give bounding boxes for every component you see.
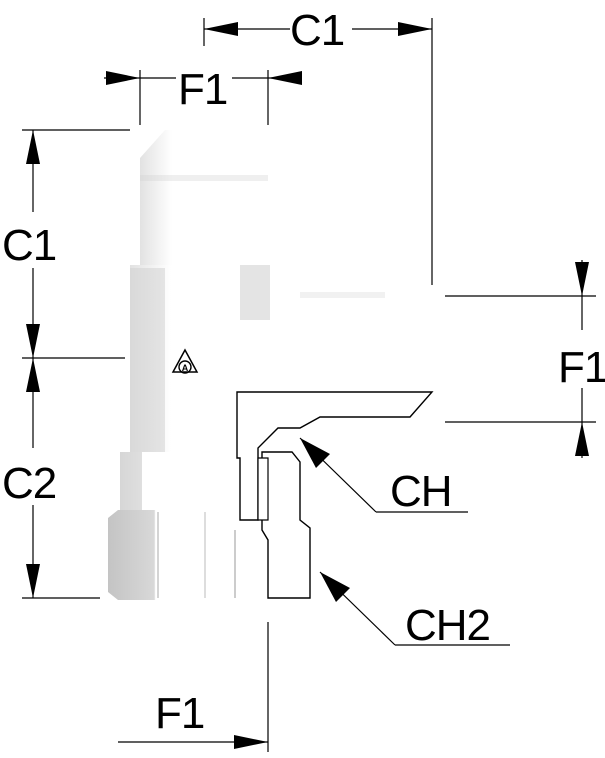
arrow-icon (575, 422, 589, 456)
arrow-icon (26, 358, 40, 392)
arrow-icon (320, 572, 350, 602)
label-c2-left: C2 (2, 459, 56, 508)
label-f1-top: F1 (178, 65, 227, 114)
arrow-icon (575, 262, 589, 296)
leader-ch2: CH2 (319, 571, 510, 650)
arrow-icon (234, 735, 268, 749)
dimension-c1-top: C1 (203, 6, 433, 285)
label-f1-bottom: F1 (155, 689, 204, 738)
label-f1-right: F1 (558, 343, 605, 392)
manufacturer-logo: A (171, 348, 199, 374)
label-ch2: CH2 (405, 601, 490, 650)
section-cut (236, 391, 434, 599)
dimension-c2-left: C2 (2, 358, 100, 599)
arrow-icon (300, 438, 330, 468)
dimension-f1-top: F1 (104, 65, 302, 125)
dimension-f1-right: F1 (445, 260, 605, 458)
label-c1-left: C1 (2, 221, 56, 270)
dimension-f1-bottom: F1 (118, 622, 269, 752)
arrow-icon (204, 22, 238, 36)
leader-ch: CH (299, 437, 468, 516)
arrow-icon (106, 71, 140, 85)
label-ch: CH (390, 467, 452, 516)
logo-mark: A (182, 363, 189, 373)
arrow-icon (26, 324, 40, 358)
fitting-body (108, 130, 432, 600)
arrow-icon (268, 71, 302, 85)
dimension-c1-left: C1 (2, 129, 130, 359)
arrow-icon (26, 564, 40, 598)
arrow-icon (398, 22, 432, 36)
arrow-icon (26, 130, 40, 164)
label-c1-top: C1 (290, 6, 344, 55)
